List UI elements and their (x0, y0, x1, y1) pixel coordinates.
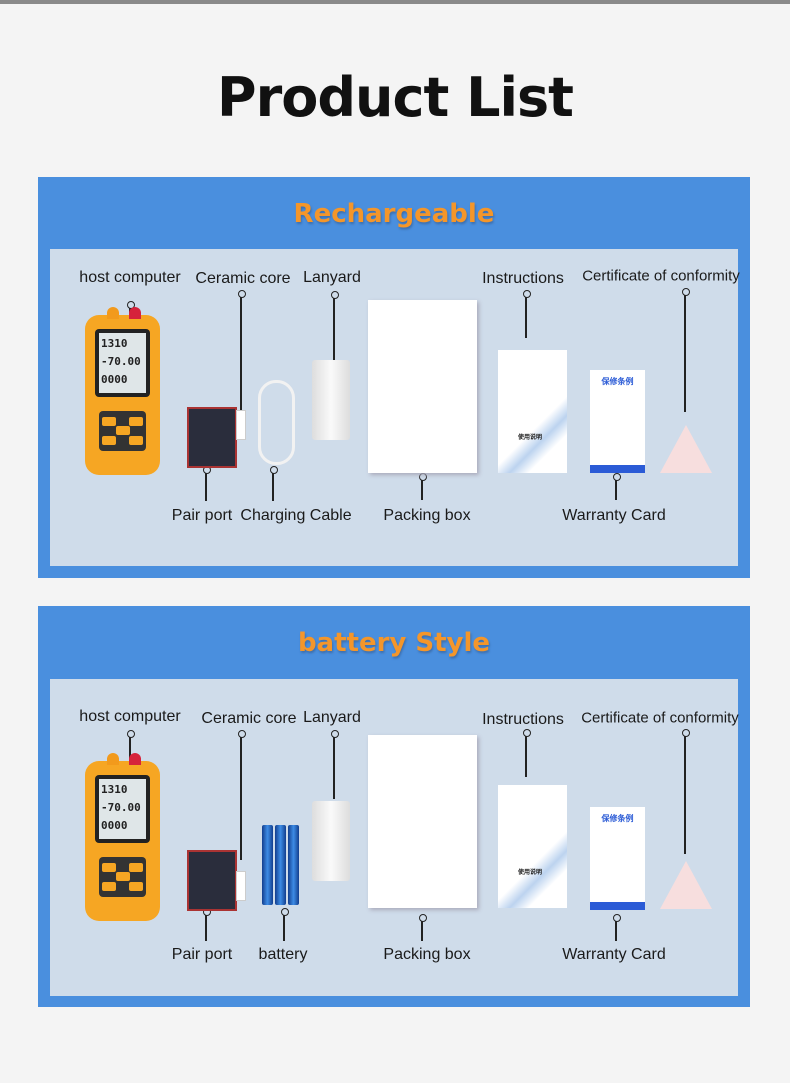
screen-value: 0000 (101, 373, 128, 386)
label-battery: battery (258, 946, 308, 963)
connector-line (331, 730, 338, 799)
connector-line (238, 290, 245, 420)
rechargeable-panel: Rechargeable host computer Ceramic core … (38, 177, 750, 578)
battery-style-panel: battery Style host computer Ceramic core… (38, 606, 750, 1007)
connector-line (270, 466, 277, 501)
label-pair-port: Pair port (171, 946, 233, 963)
battery-image (288, 825, 299, 905)
warranty-card-image: 保修条例 (590, 370, 645, 473)
connector-line (331, 291, 338, 360)
lanyard-image (312, 360, 350, 440)
connector-line (238, 730, 245, 860)
connector-line (682, 288, 689, 412)
screen-value: 0000 (101, 819, 128, 832)
packing-box-image (368, 735, 477, 908)
label-instructions: Instructions (482, 711, 564, 728)
connector-line (523, 290, 530, 338)
pair-port-image (187, 850, 237, 911)
instructions-heading: 使用说明 (518, 435, 543, 441)
product-area: host computer Ceramic core Lanyard Instr… (50, 249, 740, 566)
label-certificate: Certificate of conformity (582, 267, 740, 285)
certificate-image (660, 861, 712, 909)
label-host-computer: host computer (79, 269, 181, 286)
label-lanyard: Lanyard (303, 709, 361, 726)
host-computer-image: 1310 -70.00 0000 (85, 753, 160, 921)
product-area: host computer Ceramic core Lanyard Instr… (50, 679, 739, 996)
instructions-heading: 使用说明 (518, 870, 543, 876)
label-warranty-card: Warranty Card (562, 946, 666, 963)
page-title: Product List (217, 66, 574, 129)
label-lanyard: Lanyard (303, 269, 361, 286)
label-charging-cable: Charging Cable (240, 507, 352, 524)
connector-line (203, 908, 210, 941)
panel-title: Rechargeable (293, 199, 495, 229)
ceramic-core-image (236, 871, 246, 901)
screen-value: 1310 (101, 337, 128, 350)
warranty-heading: 保修条例 (601, 377, 634, 386)
connector-line (203, 466, 210, 501)
label-pair-port: Pair port (171, 507, 233, 524)
instructions-image: 使用说明 (498, 350, 567, 473)
battery-image (275, 825, 286, 905)
top-bar (0, 0, 790, 4)
connector-line (613, 914, 620, 941)
warranty-heading: 保修条例 (601, 814, 634, 823)
screen-value: 1310 (101, 783, 128, 796)
connector-line (523, 729, 530, 777)
connector-line (127, 730, 134, 760)
panel-title: battery Style (297, 628, 491, 658)
label-packing-box: Packing box (383, 946, 471, 963)
ceramic-core-image (236, 410, 246, 440)
screen-value: -70.00 (101, 355, 141, 368)
charging-cable-image (258, 380, 295, 465)
screen-value: -70.00 (101, 801, 141, 814)
instructions-image: 使用说明 (498, 785, 567, 908)
lanyard-image (312, 801, 350, 881)
warranty-card-image: 保修条例 (590, 807, 645, 910)
certificate-image (660, 425, 712, 473)
connector-line (419, 914, 426, 941)
host-computer-image: 1310 -70.00 0000 (85, 307, 160, 475)
label-host-computer: host computer (79, 708, 181, 725)
battery-image (262, 825, 273, 905)
label-warranty-card: Warranty Card (562, 507, 666, 524)
connector-line (281, 908, 288, 941)
connector-line (613, 473, 620, 500)
connector-line (419, 473, 426, 500)
label-instructions: Instructions (482, 270, 564, 287)
label-packing-box: Packing box (383, 507, 471, 524)
pair-port-image (187, 407, 237, 468)
label-certificate: Certificate of conformity (581, 709, 739, 727)
packing-box-image (368, 300, 477, 473)
label-ceramic-core: Ceramic core (195, 270, 291, 287)
label-ceramic-core: Ceramic core (201, 710, 297, 727)
connector-line (682, 729, 689, 854)
